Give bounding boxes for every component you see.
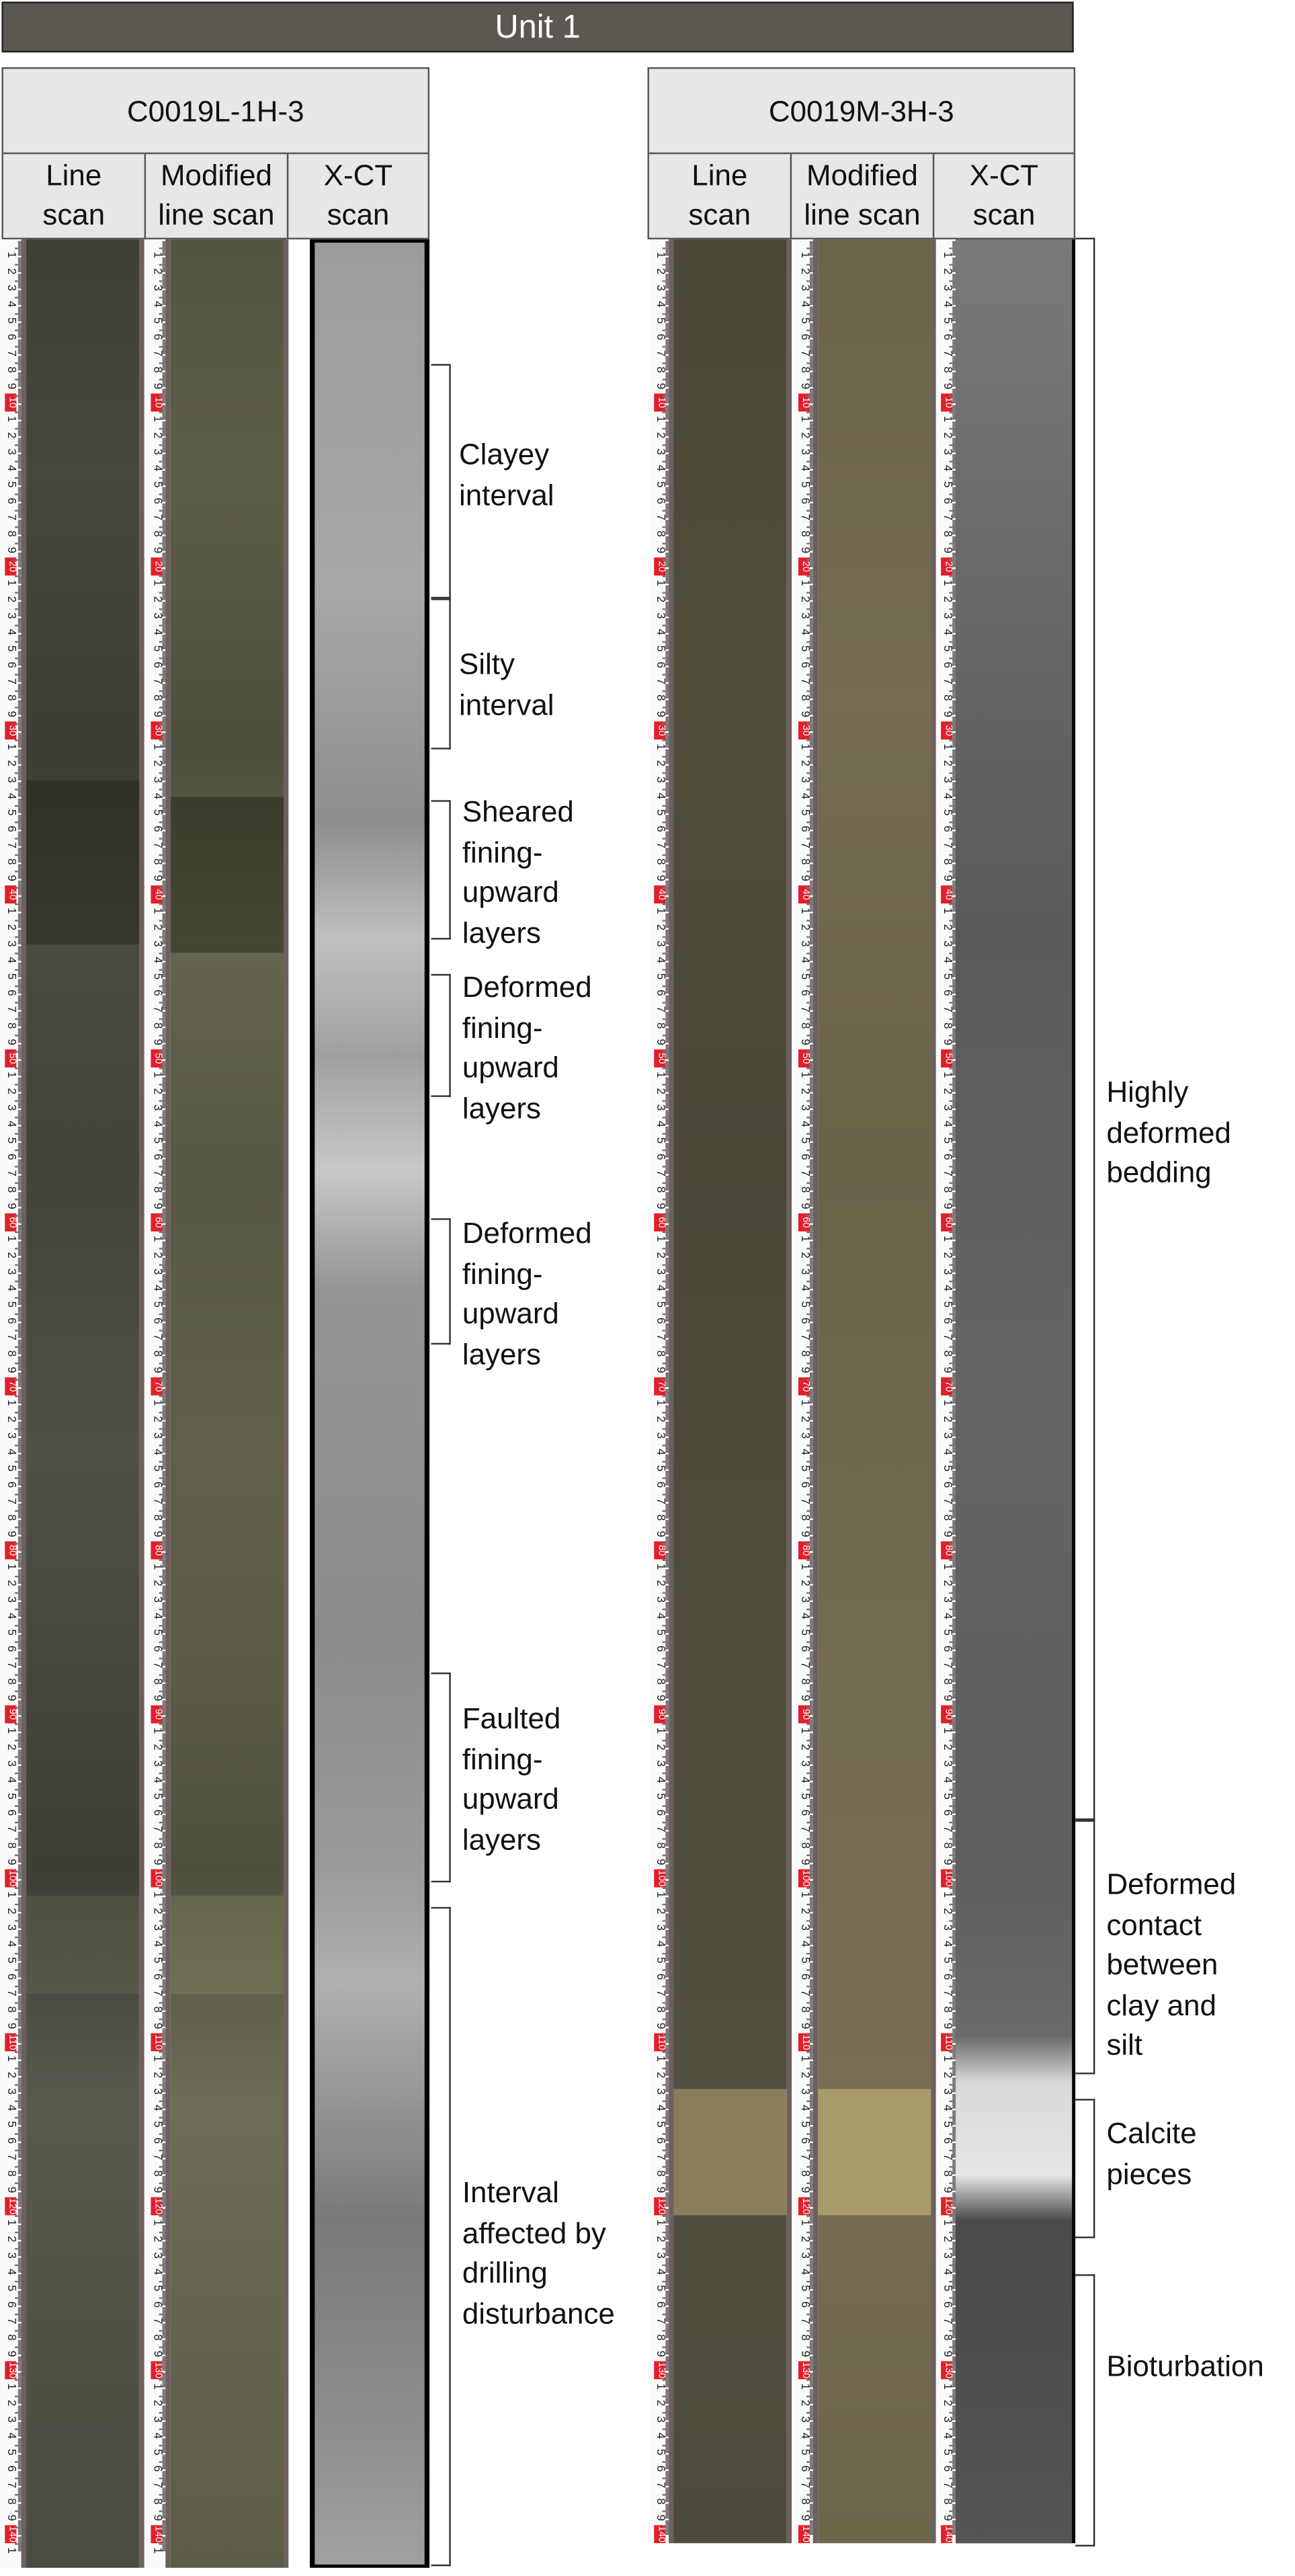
annotation-silty-interval: Siltyinterval (459, 645, 554, 725)
modified-line-scan-image (165, 239, 288, 2568)
col-label: scan (327, 198, 390, 231)
column-header-modified-line-scan: Modified line scan (144, 153, 289, 239)
col-label: Line (46, 159, 101, 192)
annotation-faulted-layers: Faultedfining-upwardlayers (462, 1699, 560, 1859)
col-label: scan (973, 198, 1036, 231)
section-header-right: C0019M-3H-3 (647, 67, 1075, 154)
column-header-xct-scan: X-CT scan (287, 153, 429, 239)
interval-bracket (431, 364, 451, 599)
col-label: line scan (804, 198, 920, 231)
annotation-deformed-layers-2: Deformedfining-upwardlayers (462, 1213, 592, 1374)
interval-bracket (431, 974, 451, 1097)
scale-ruler: 1234567891012345678920123456789301234567… (649, 239, 671, 2543)
interval-bracket (431, 1907, 451, 2567)
column-header-modified-line-scan: Modified line scan (790, 153, 935, 239)
column-header-line-scan: Line scan (1, 153, 146, 239)
interval-bracket (431, 800, 451, 939)
annotation-sheared-layers: Shearedfining-upwardlayers (462, 792, 574, 953)
interval-bracket (431, 598, 451, 749)
col-label: X-CT (970, 159, 1038, 192)
annotation-clayey-interval: Clayeyinterval (459, 434, 554, 515)
line-scan-image (22, 239, 144, 2568)
col-label: scan (688, 198, 751, 231)
col-label: Line (692, 159, 747, 192)
col-label: line scan (158, 198, 274, 231)
column-header-line-scan: Line scan (647, 153, 792, 239)
section-header-left: C0019L-1H-3 (1, 67, 429, 154)
col-label: Modified (806, 159, 918, 192)
col-label: scan (42, 198, 105, 231)
unit-title-bar: Unit 1 (1, 1, 1073, 52)
xct-scan-image (310, 239, 429, 2568)
interval-bracket (431, 1218, 451, 1344)
annotation-deformed-layers-1: Deformedfining-upwardlayers (462, 967, 592, 1128)
col-label: Modified (161, 159, 272, 192)
interval-bracket (431, 1673, 451, 1882)
col-label: X-CT (324, 159, 392, 192)
annotation-drilling-disturbance: Intervalaffected bydrillingdisturbance (462, 2173, 615, 2333)
column-header-xct-scan: X-CT scan (933, 153, 1075, 239)
